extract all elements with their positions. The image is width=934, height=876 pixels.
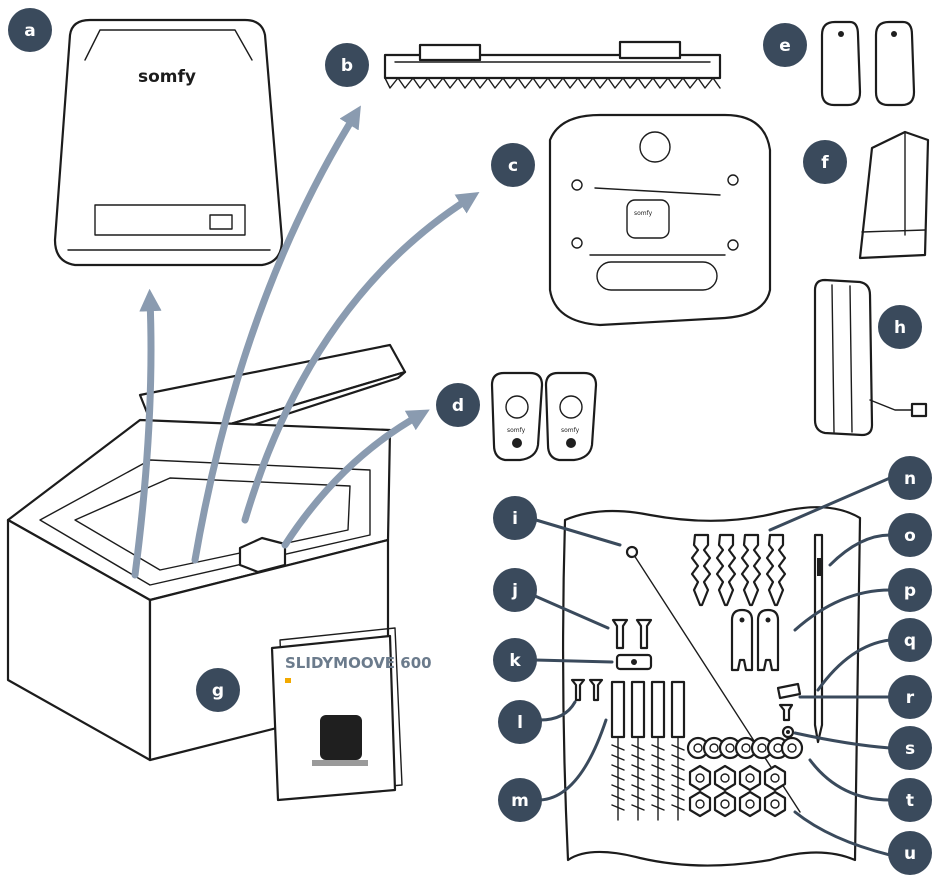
badge-label-n: n xyxy=(904,469,916,489)
screws-l xyxy=(570,678,604,702)
screw-r xyxy=(778,703,794,722)
remote-controls: somfy somfy xyxy=(490,371,598,462)
unpack-arrows xyxy=(131,105,480,579)
badge-c: c xyxy=(491,143,535,187)
instruction-manual: SLIDYMOOVE 600 xyxy=(270,627,432,802)
leader-lines xyxy=(533,476,892,857)
badge-label-u: u xyxy=(904,844,916,864)
arrow-to-template xyxy=(241,191,480,524)
antenna-cover xyxy=(858,130,930,260)
badge-label-a: a xyxy=(24,21,35,41)
badge-r: r xyxy=(888,675,932,719)
remote-2-logo: somfy xyxy=(561,427,580,434)
remote-2: somfy xyxy=(544,371,598,462)
motor-logo: somfy xyxy=(138,67,196,87)
badge-u: u xyxy=(888,831,932,875)
badge-i: i xyxy=(493,496,537,540)
badge-label-q: q xyxy=(904,631,916,651)
badge-l: l xyxy=(498,700,542,744)
manual-title: SLIDYMOOVE 600 xyxy=(285,654,432,672)
arrow-to-motor xyxy=(131,288,162,579)
manual-accent xyxy=(285,678,291,683)
anchor-bolts-m xyxy=(610,680,686,821)
fixing-template: somfy xyxy=(548,113,772,327)
badge-b: b xyxy=(325,43,369,87)
limit-cams xyxy=(820,20,916,107)
badge-p: p xyxy=(888,568,932,612)
badge-label-r: r xyxy=(906,688,915,708)
badge-k: k xyxy=(493,638,537,682)
bolt-q xyxy=(776,682,802,700)
badge-label-h: h xyxy=(894,318,906,338)
badge-m: m xyxy=(498,778,542,822)
arrow-to-rack xyxy=(191,105,361,564)
clips xyxy=(730,608,780,672)
nuts-u xyxy=(688,764,787,818)
badge-label-m: m xyxy=(511,791,529,811)
badge-o: o xyxy=(888,513,932,557)
remote-1-logo: somfy xyxy=(507,427,526,434)
badge-label-p: p xyxy=(904,581,916,601)
nut-s xyxy=(781,725,795,739)
badge-d: d xyxy=(436,383,480,427)
template-logo: somfy xyxy=(634,210,653,217)
badge-label-k: k xyxy=(509,651,521,671)
badge-label-c: c xyxy=(508,156,518,176)
backup-battery xyxy=(813,278,928,437)
screws-j xyxy=(611,618,653,650)
badge-label-l: l xyxy=(517,713,523,733)
badge-label-f: f xyxy=(821,153,829,173)
rack-segment xyxy=(383,40,722,89)
badge-label-g: g xyxy=(212,681,224,701)
badge-label-t: t xyxy=(906,791,914,811)
badge-label-o: o xyxy=(904,526,916,546)
plate-k xyxy=(615,653,653,671)
motor-unit: somfy xyxy=(53,18,284,267)
badge-e: e xyxy=(763,23,807,67)
release-rod xyxy=(813,533,824,744)
badge-q: q xyxy=(888,618,932,662)
arrow-to-remotes xyxy=(281,409,430,549)
badge-label-j: j xyxy=(511,581,518,601)
badge-s: s xyxy=(888,726,932,770)
badge-n: n xyxy=(888,456,932,500)
manual-motor-photo xyxy=(320,715,362,760)
wall-plugs xyxy=(690,533,787,607)
badge-label-d: d xyxy=(452,396,464,416)
badge-label-i: i xyxy=(512,509,518,529)
badge-g: g xyxy=(196,668,240,712)
badge-j: j xyxy=(493,568,537,612)
badge-label-b: b xyxy=(341,56,353,76)
washers-t xyxy=(686,736,804,760)
badge-label-e: e xyxy=(779,36,791,56)
badge-h: h xyxy=(878,305,922,349)
badge-label-s: s xyxy=(905,739,915,759)
remote-1: somfy xyxy=(490,371,544,462)
badge-a: a xyxy=(8,8,52,52)
badge-f: f xyxy=(803,140,847,184)
badge-t: t xyxy=(888,778,932,822)
